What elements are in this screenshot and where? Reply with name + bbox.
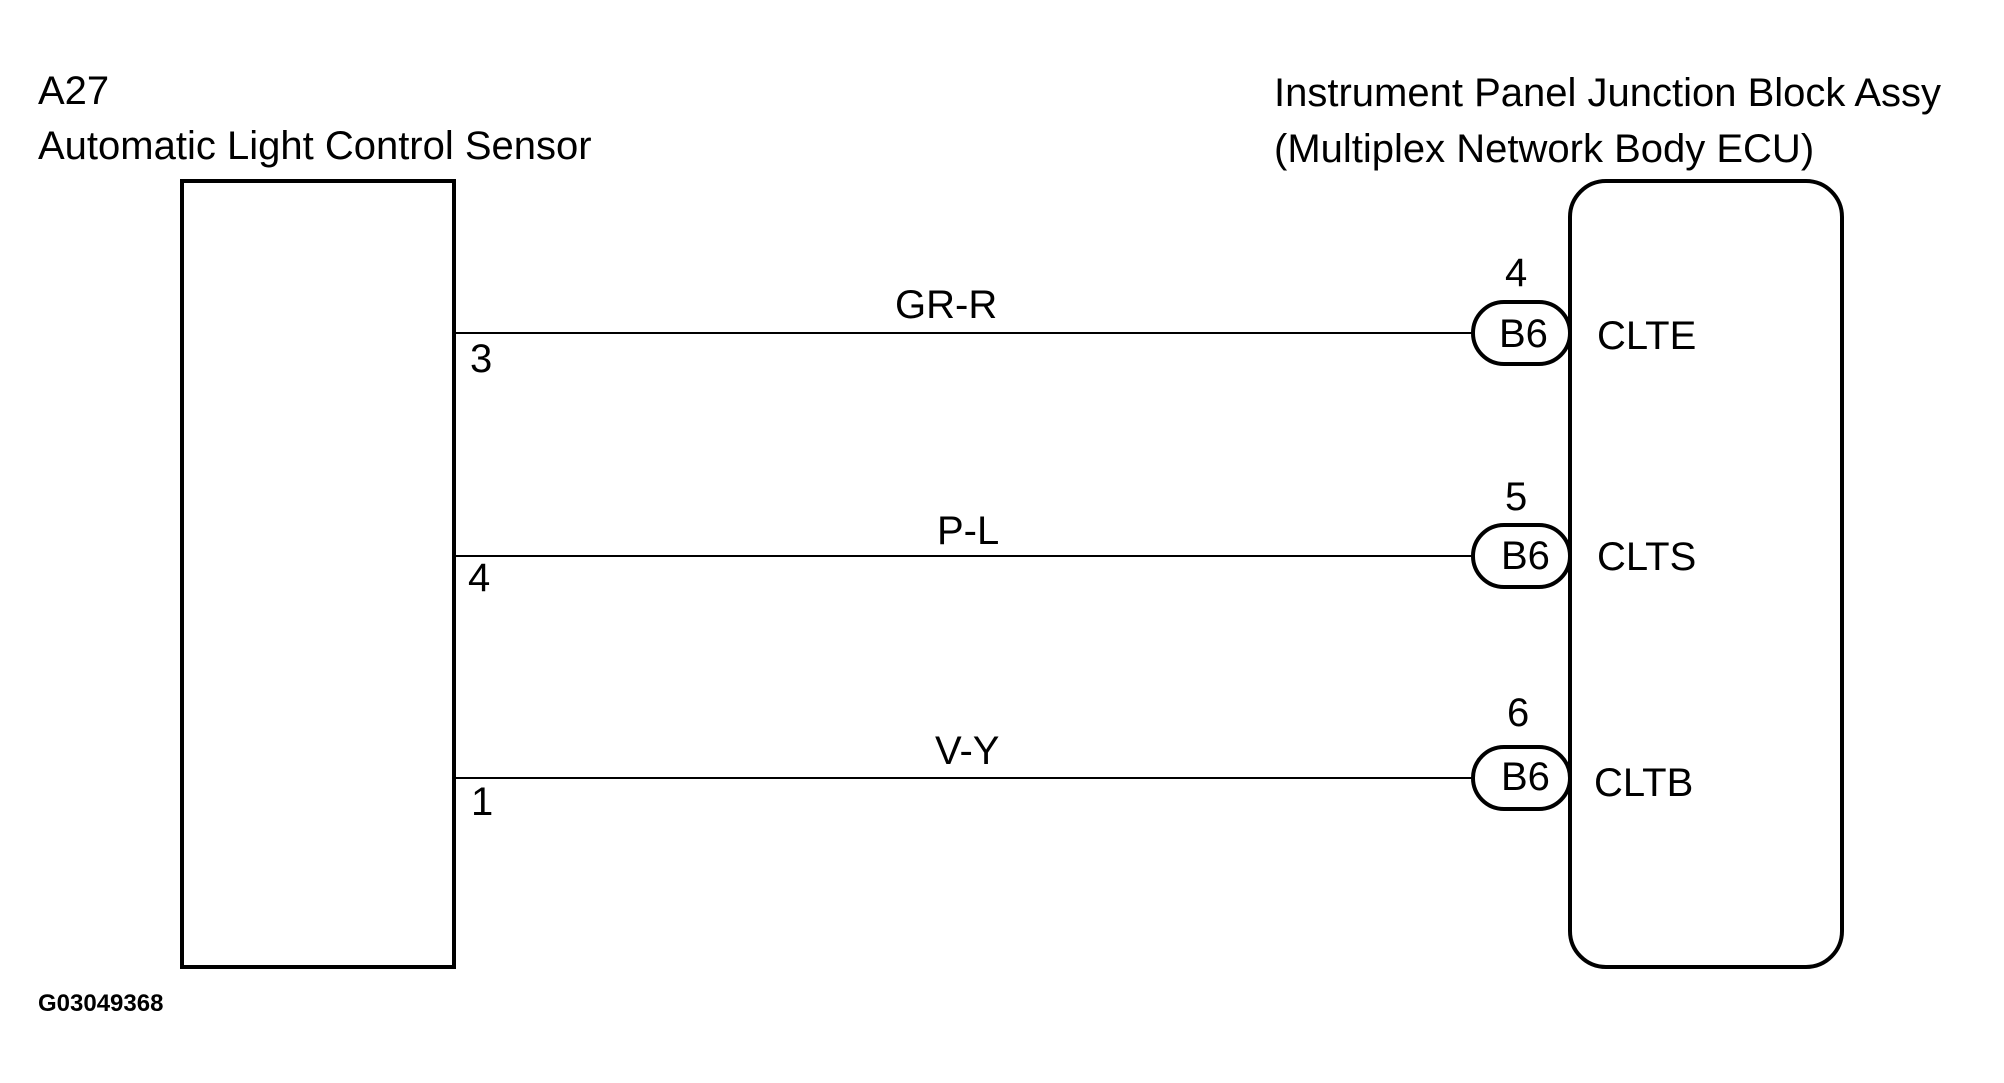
left-pin-label: 4 (468, 556, 490, 600)
connector-oval (1471, 523, 1572, 589)
ecu-box (1568, 179, 1844, 969)
left-pin-label: 3 (470, 337, 492, 381)
connector-label: B6 (1499, 312, 1548, 356)
terminal-label: CLTS (1597, 535, 1696, 579)
connector-label: B6 (1501, 534, 1550, 578)
left-component-code: A27 (38, 69, 109, 113)
right-pin-label: 4 (1505, 251, 1527, 295)
right-pin-label: 6 (1507, 691, 1529, 735)
left-pin-label: 1 (471, 780, 493, 824)
connector-label: B6 (1501, 755, 1550, 799)
wire-gr-r: GR-R 3 4 B6 CLTE (454, 251, 1696, 381)
right-component-title-line2: (Multiplex Network Body ECU) (1274, 127, 1814, 171)
left-component-name: Automatic Light Control Sensor (38, 124, 592, 168)
wire-color-label: GR-R (895, 283, 997, 327)
terminal-label: CLTB (1594, 761, 1693, 805)
terminal-label: CLTE (1597, 314, 1696, 358)
wire-p-l: P-L 4 5 B6 CLTS (454, 475, 1696, 600)
right-pin-label: 5 (1505, 475, 1527, 519)
wire-color-label: V-Y (935, 729, 999, 773)
connector-oval (1471, 300, 1572, 366)
wire-v-y: V-Y 1 6 B6 CLTB (454, 691, 1693, 824)
right-component-title-line1: Instrument Panel Junction Block Assy (1274, 71, 1941, 115)
wire-color-label: P-L (937, 509, 999, 553)
connector-oval (1471, 745, 1572, 811)
figure-id: G03049368 (38, 990, 163, 1017)
sensor-box (180, 179, 456, 969)
